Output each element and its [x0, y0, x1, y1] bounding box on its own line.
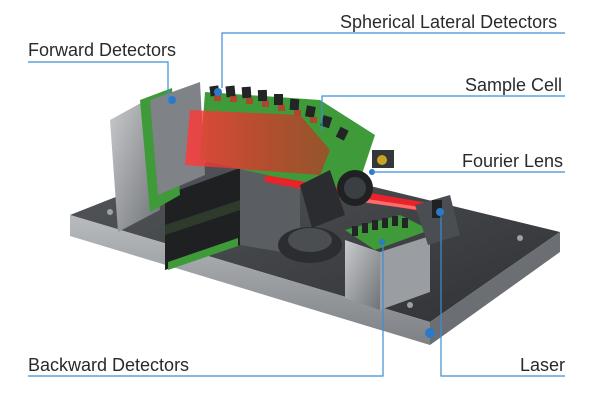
- laser-screw-icon: [436, 208, 444, 216]
- label-spherical-lateral-detectors: Spherical Lateral Detectors: [340, 12, 558, 32]
- leader-line-backward: [28, 245, 384, 377]
- leader-lines: [28, 32, 565, 377]
- label-laser: Laser: [520, 355, 566, 375]
- label-sample-cell: Sample Cell: [465, 75, 563, 95]
- label-backward-detectors: Backward Detectors: [28, 355, 190, 375]
- leader-line-forward: [28, 61, 169, 102]
- laser-module: [415, 195, 460, 245]
- rotation-stage: [278, 227, 342, 263]
- forward-detector-assembly: [110, 82, 205, 232]
- lateral-detector-screw-icon: [214, 88, 222, 96]
- sample-cell-mount: [300, 150, 394, 228]
- base-screw-icon: [425, 328, 435, 338]
- leader-line-spherical-lateral: [221, 32, 565, 88]
- label-fourier-lens: Fourier Lens: [462, 151, 564, 171]
- label-forward-detectors: Forward Detectors: [28, 40, 177, 60]
- lateral-detector-arc: [185, 85, 375, 195]
- backward-detector-assembly: [345, 215, 430, 310]
- leader-line-laser: [440, 216, 565, 377]
- electronics-housing: [165, 168, 300, 270]
- leader-line-sample-cell: [321, 95, 565, 130]
- forward-detector-screw-icon: [168, 96, 176, 104]
